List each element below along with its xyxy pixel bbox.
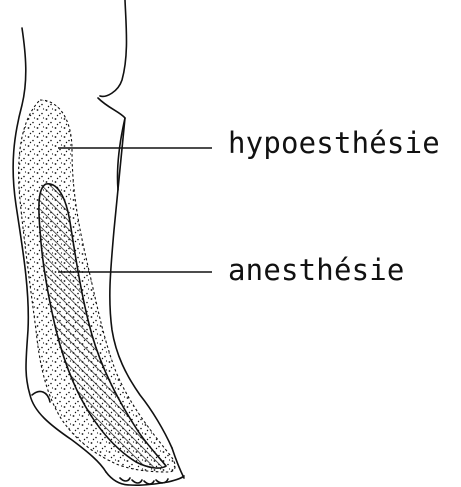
hypoesthesia-label: hypoesthésie bbox=[228, 129, 440, 158]
anesthesia-label: anesthésie bbox=[228, 256, 405, 285]
